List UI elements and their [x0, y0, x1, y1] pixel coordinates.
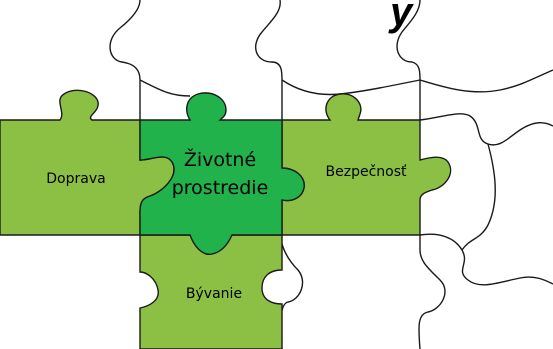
label-doprava: Doprava	[46, 171, 106, 187]
label-zivotne-line2: prostredie	[171, 177, 269, 199]
piece-zivotne-prostredie	[139, 92, 305, 255]
label-zivotne-line1: Životné	[183, 149, 257, 171]
label-bezpecnost: Bezpečnosť	[325, 164, 407, 180]
label-byvanie: Bývanie	[185, 286, 243, 302]
partial-title-fragment: y	[390, 0, 413, 34]
